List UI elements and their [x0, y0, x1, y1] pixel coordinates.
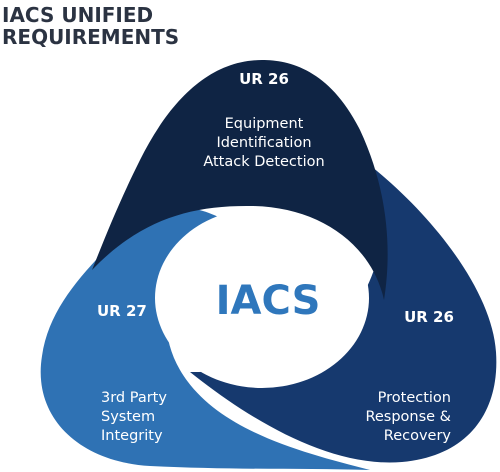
segment-ur26-right-title: UR 26 — [404, 308, 454, 326]
title-line-1: IACS UNIFIED — [2, 3, 154, 27]
segment-ur27-title: UR 27 — [97, 302, 147, 320]
segment-ur26-top-shape — [92, 60, 388, 300]
segment-ur27-line-2: System — [101, 409, 155, 425]
segment-ur26-right-line-1: Protection — [378, 390, 451, 406]
segment-ur26-top-title: UR 26 — [239, 70, 289, 88]
segment-ur27-line-3: Integrity — [101, 428, 163, 444]
diagram-title: IACS UNIFIED REQUIREMENTS — [2, 4, 192, 48]
center-circle — [155, 208, 369, 388]
center-label: IACS — [216, 278, 321, 324]
segment-ur26-right-line-3: Recovery — [384, 428, 452, 444]
segment-ur27-shape — [40, 207, 370, 471]
segment-ur26-top-line-2: Identification — [216, 135, 311, 151]
title-line-2: REQUIREMENTS — [2, 25, 180, 49]
segment-ur26-top-line-1: Equipment — [225, 116, 304, 132]
segment-ur27-line-1: 3rd Party — [101, 390, 167, 406]
segment-ur26-right-line-2: Response & — [365, 409, 451, 425]
segment-ur26-top-line-3: Attack Detection — [203, 154, 324, 170]
